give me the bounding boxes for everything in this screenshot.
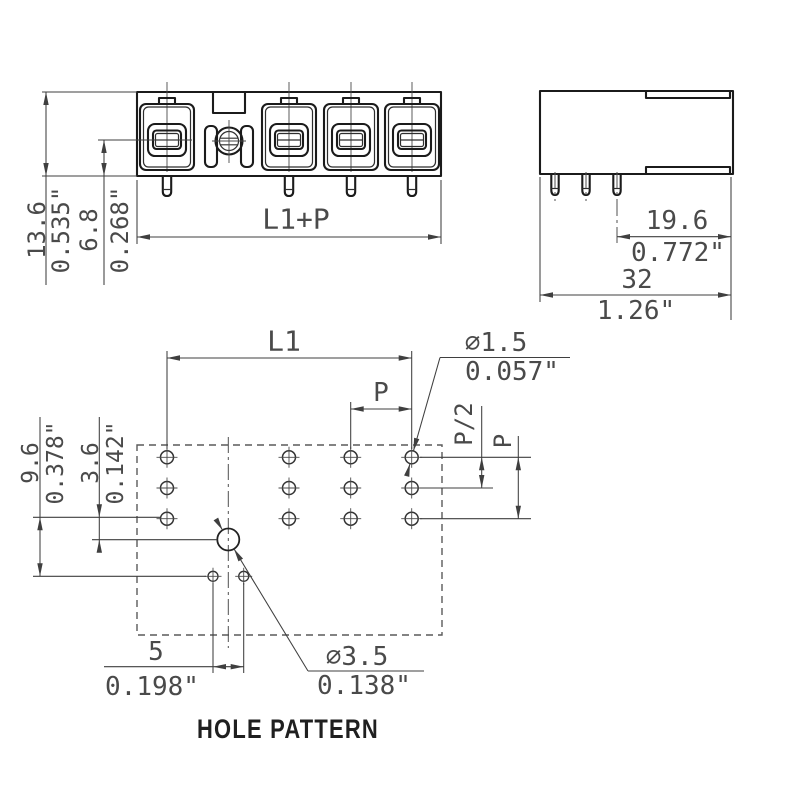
dim-hp-row-span-mm-label: 9.6 — [18, 442, 44, 484]
connector-body-side — [538, 89, 735, 203]
dim-hp-big-dia-mm-label: ∅3.5 — [326, 642, 389, 672]
dim-hp-small-dia-in-label: 0.057" — [465, 357, 559, 387]
dim-front-inner-mm-label: 6.8 — [75, 208, 103, 251]
screw-boss — [203, 90, 255, 169]
dim-front-height-mm-label: 13.6 — [23, 201, 51, 259]
dim-side-pin-edge: 19.6 0.772" — [616, 177, 732, 320]
dim-hp-l1-label: L1 — [267, 325, 301, 358]
dim-hp-row-span-in-label: 0.378" — [43, 421, 69, 504]
dim-front-height-in-label: 0.535" — [47, 187, 75, 274]
dim-hp-center-offset-in-label: 0.142" — [103, 421, 129, 504]
dim-hp-half-pitch-label: P/2 — [450, 402, 478, 445]
front-view: 13.6 0.535" 6.8 0.268" L1+P — [23, 80, 443, 285]
dim-hp-l1: L1 — [166, 325, 413, 449]
dim-hp-small-dia-leader: ∅1.5 0.057" — [404, 328, 570, 477]
dim-side-pin-edge-mm-label: 19.6 — [646, 206, 709, 236]
dim-hp-pair-spacing-in-label: 0.198" — [105, 672, 199, 702]
connector-body-front — [135, 80, 443, 198]
dim-hp-pair-spacing-mm-label: 5 — [148, 637, 164, 667]
hole-pattern-view: L1 P ∅1.5 0.057" P/2 — [18, 325, 570, 744]
dim-hp-center-offset: 3.6 0.142" — [78, 417, 218, 553]
dim-hp-center-offset-mm-label: 3.6 — [78, 442, 104, 484]
dim-front-width-label: L1+P — [262, 203, 329, 236]
dim-front-height: 13.6 0.535" — [23, 91, 137, 285]
side-view: 19.6 0.772" 32 1.26" — [538, 89, 735, 326]
hole-pattern-title: HOLE PATTERN — [197, 714, 379, 744]
dim-hp-big-dia-leader: ∅3.5 0.138" — [213, 517, 424, 701]
dim-side-depth: 32 1.26" — [539, 177, 731, 326]
dim-front-inner-in-label: 0.268" — [106, 187, 134, 274]
dim-front-inner: 6.8 0.268" — [75, 139, 192, 285]
dim-hp-big-dia-in-label: 0.138" — [317, 671, 411, 701]
dim-side-pin-edge-in-label: 0.772" — [631, 238, 725, 268]
dim-hp-pair-spacing: 5 0.198" — [104, 583, 245, 702]
dim-side-depth-mm-label: 32 — [621, 265, 652, 295]
dim-hp-pitch-label: P — [373, 378, 389, 408]
dim-side-depth-in-label: 1.26" — [597, 296, 675, 326]
dim-hp-small-dia-mm-label: ∅1.5 — [465, 328, 528, 358]
dim-hp-row-span: 9.6 0.378" — [18, 417, 206, 577]
dim-hp-vertical-pitch: P — [420, 434, 531, 520]
dim-hp-half-pitch: P/2 — [420, 402, 531, 489]
dim-hp-pitch: P — [350, 378, 412, 449]
dim-front-width: L1+P — [136, 180, 442, 244]
dim-hp-vertical-pitch-label: P — [489, 434, 517, 448]
